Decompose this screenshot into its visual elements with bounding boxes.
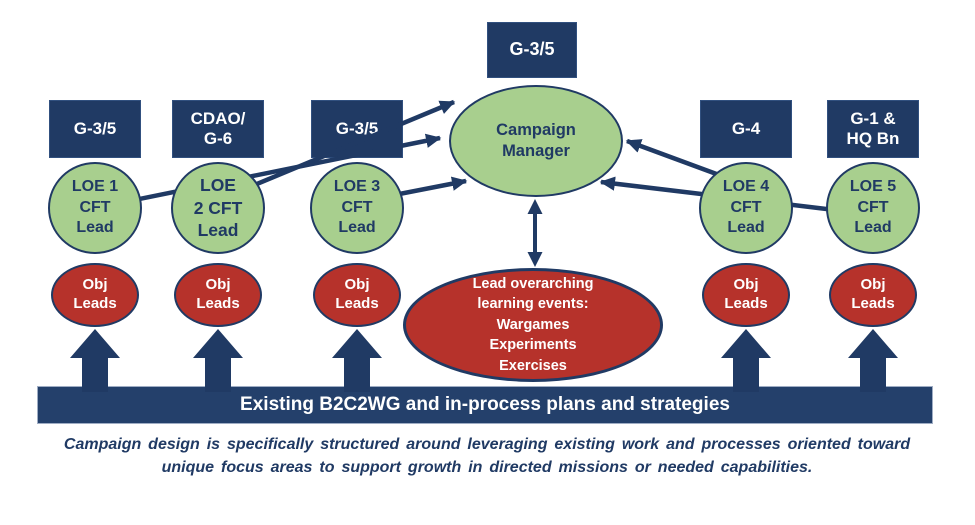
- staff-box-loe2: CDAO/ G-6: [172, 100, 264, 158]
- obj-leads-ellipse-4: Obj Leads: [702, 263, 790, 327]
- loe5-cft-lead-circle: LOE 5 CFT Lead: [826, 162, 920, 254]
- arrow-loe2-to-campaign-manager: [227, 99, 456, 199]
- obj-leads-ellipse-2: Obj Leads: [174, 263, 262, 327]
- banner-label: Existing B2C2WG and in-process plans and…: [240, 394, 730, 415]
- staff-box-loe4: G-4: [700, 100, 792, 158]
- loe1-cft-lead-circle: LOE 1 CFT Lead: [48, 162, 142, 254]
- obj-leads-ellipse-3: Obj Leads: [313, 263, 401, 327]
- block-arrow-banner-to-obj1: [70, 329, 120, 392]
- loe2-cft-lead-circle: LOE 2 CFT Lead: [171, 162, 265, 254]
- loe3-cft-lead-circle: LOE 3 CFT Lead: [310, 162, 404, 254]
- caption-text: Campaign design is specifically structur…: [63, 436, 911, 477]
- obj-leads-ellipse-1: Obj Leads: [51, 263, 139, 327]
- block-arrow-banner-to-obj5: [848, 329, 898, 392]
- obj-leads-ellipse-5: Obj Leads: [829, 263, 917, 327]
- campaign-manager-ellipse: Campaign Manager: [449, 85, 623, 197]
- staff-box-g35-top: G-3/5: [487, 22, 577, 78]
- block-arrow-banner-to-obj4: [721, 329, 771, 392]
- arrow-up-icon: [527, 199, 543, 214]
- block-arrow-banner-to-obj2: [193, 329, 243, 392]
- loe4-cft-lead-circle: LOE 4 CFT Lead: [699, 162, 793, 254]
- banner-existing-b2c2wg: Existing B2C2WG and in-process plans and…: [37, 386, 933, 424]
- staff-box-loe1: G-3/5: [49, 100, 141, 158]
- arrow-down-icon: [527, 252, 543, 267]
- block-arrow-banner-to-obj3: [332, 329, 382, 392]
- learning-events-ellipse: Lead overarching learning events: Wargam…: [403, 268, 663, 382]
- staff-box-loe5: G-1 & HQ Bn: [827, 100, 919, 158]
- double-arrow-campaign-manager-learning-events: [527, 199, 543, 267]
- arrow-loe1-to-campaign-manager: [94, 133, 442, 211]
